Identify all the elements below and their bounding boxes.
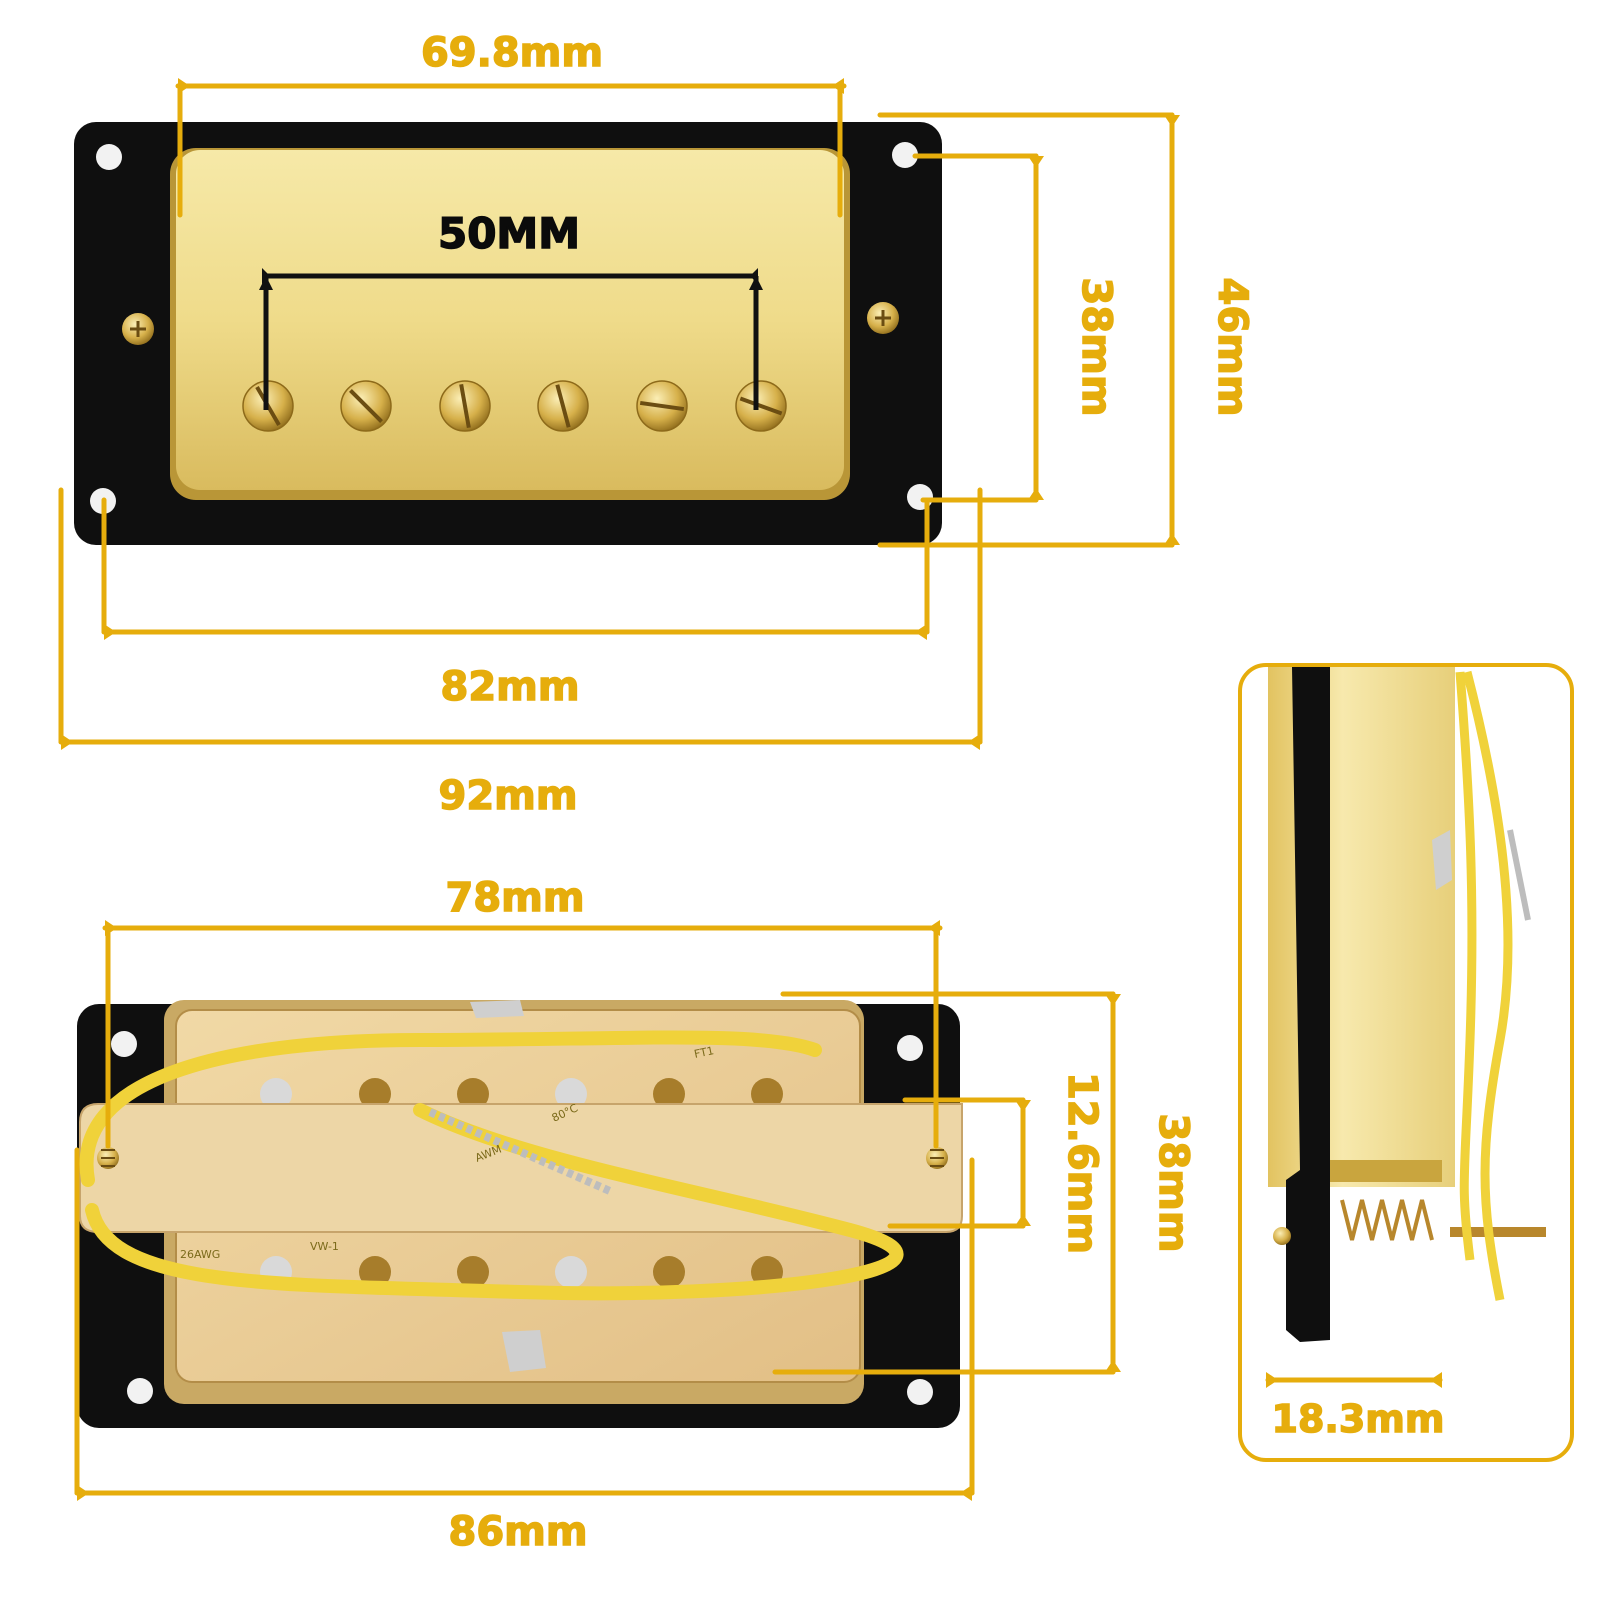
pole-slug [457, 1078, 489, 1110]
side-depth-label: 18.3mm [1272, 1397, 1445, 1441]
bracket-bolt-right [926, 1147, 948, 1169]
side-wire-1 [1462, 670, 1513, 1301]
height-spring [1340, 1199, 1434, 1241]
bottom-dimension-lines: 78mm 12.6mm 38mm 86mm [74, 874, 1197, 1556]
hole-icon [96, 144, 122, 170]
hole-icon [111, 1031, 137, 1057]
phillips-screw-icon [555, 1078, 587, 1110]
pole-slug [653, 1256, 685, 1288]
phillips-screw-icon [260, 1078, 292, 1110]
gold-cover [176, 150, 844, 490]
phillips-screw-icon [867, 302, 899, 334]
yellow-wire-1 [79, 1030, 822, 1187]
side-screw-head-left [1273, 1227, 1291, 1245]
slotted-screw-icon [537, 380, 589, 432]
pole-span-label: 50MM [438, 209, 580, 258]
yellow-wire-2 [85, 1103, 904, 1301]
bracket-height-label: 12.6mm [1059, 1072, 1105, 1254]
phillips-screw-icon [122, 313, 154, 345]
slotted-screw-icon [735, 380, 787, 432]
stripped-wire-end [428, 1108, 614, 1196]
screw-spacing-label: 82mm [440, 664, 579, 710]
solder-tab-bottom [502, 1330, 546, 1372]
slotted-screw-icon [636, 380, 688, 432]
phillips-screw-icon [555, 1256, 587, 1288]
slotted-screw-icon [340, 380, 392, 432]
side-mounting-ring [1286, 667, 1330, 1342]
side-solder-lug [1432, 830, 1452, 890]
slotted-screw-icon [439, 380, 491, 432]
side-wire-2 [1455, 671, 1477, 1261]
pole-slug [751, 1078, 783, 1110]
pickup-height-label: 38mm [1150, 1113, 1196, 1252]
frame-width-label: 92mm [438, 773, 577, 819]
pole-slug [653, 1078, 685, 1110]
hole-icon [907, 1379, 933, 1405]
bottom-frame-width-label: 86mm [448, 1509, 587, 1555]
hole-icon [892, 142, 918, 168]
bottom-view-pickup: AWM 80°C FT1 26AWG VW-1 [77, 1000, 963, 1428]
frame-height-label: 46mm [1209, 277, 1255, 416]
side-view-panel: 18.3mm [1238, 663, 1574, 1462]
wire-print-rating: VW-1 [310, 1240, 339, 1253]
cover-height-label: 38mm [1073, 277, 1119, 416]
side-bare-wire [1507, 829, 1531, 921]
pole-slug [359, 1256, 391, 1288]
solder-tab-top [470, 1000, 524, 1018]
mounting-bracket [79, 1103, 963, 1233]
pole-slug [457, 1256, 489, 1288]
pickup-width-label: 78mm [445, 875, 584, 921]
cover-width-label: 69.8mm [421, 30, 603, 76]
top-view-pickup [74, 122, 942, 545]
hole-icon [897, 1035, 923, 1061]
pole-span-marker: 50MM [259, 208, 763, 410]
side-cover-base [1330, 1160, 1442, 1182]
hole-icon [127, 1378, 153, 1404]
wire-print-gauge: 26AWG [180, 1248, 220, 1261]
bracket-bolt-left [97, 1147, 119, 1169]
wire-print-ft: FT1 [693, 1044, 715, 1061]
top-dimension-lines: 69.8mm 38mm 46mm 82mm 92mm [58, 29, 1256, 820]
pole-slug [359, 1078, 391, 1110]
